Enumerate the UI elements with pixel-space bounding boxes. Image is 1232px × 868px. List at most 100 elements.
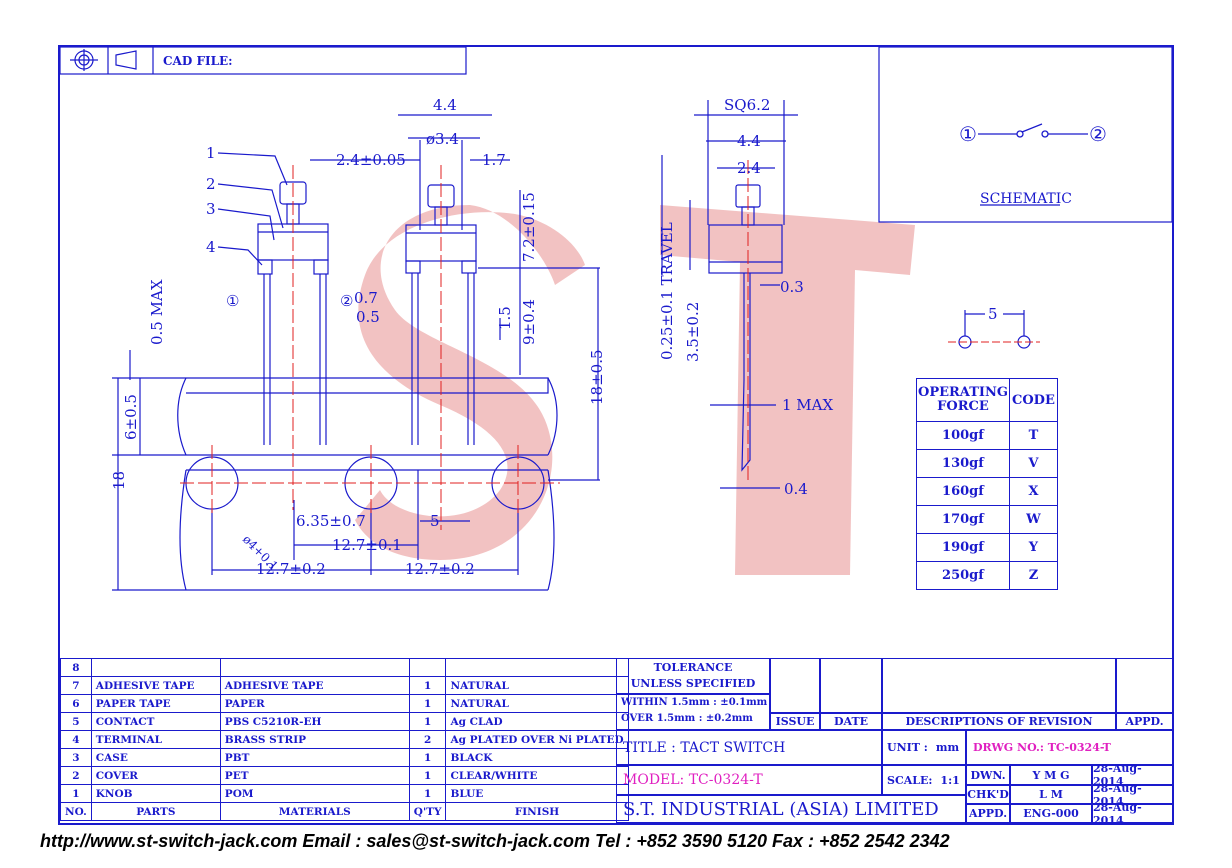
dim-9: 9±0.4 [520,299,538,345]
schematic-label: SCHEMATIC [980,191,1072,207]
bom-material: PAPER [219,694,410,713]
dim-12-7-c: 12.7±0.2 [405,560,475,578]
bom-finish: BLUE [445,784,629,803]
force-code: Y [1008,533,1058,562]
bom-qty: 1 [408,712,447,731]
bom-qty: 2 [408,730,447,749]
model-number: MODEL: TC-0324-T [616,765,882,795]
bom-part: CONTACT [90,712,221,731]
circle-2: ② [340,292,353,310]
code-header: CODE [1008,378,1058,422]
dwn-name: Y M G [1010,765,1092,785]
chkd-name: L M [1010,785,1092,804]
bom-material: POM [219,784,410,803]
bom-finish: CLEAR/WHITE [445,766,629,785]
dim-1-7: 1.7 [482,151,506,169]
rev-desc-blank [882,658,1116,713]
unit-value: mm [935,741,960,754]
bom-header-qty: Q'TY [408,802,447,821]
force-header: OPERATING FORCE [916,378,1010,422]
bom-part: COVER [90,766,221,785]
bom-no: 2 [60,766,92,785]
bom-qty: 1 [408,766,447,785]
rev-issue-blank [770,658,820,713]
dwn-label: DWN. [966,765,1010,785]
schematic-pin1: ① [959,122,977,146]
force-value: 100gf [916,421,1010,450]
bom-finish: NATURAL [445,694,629,713]
bom-no: 8 [60,658,92,677]
bom-no: 3 [60,748,92,767]
force-code: T [1008,421,1058,450]
dim-3-5: 3.5±0.2 [684,302,702,362]
circle-1: ① [226,292,239,310]
bom-finish: NATURAL [445,676,629,695]
bom-finish [445,658,629,677]
appd-date: 28-Aug-2014 [1092,801,1173,827]
dim-0-3: 0.3 [780,278,804,296]
dim-18-5: 18±0.5 [588,349,606,405]
issue-header: ISSUE [770,713,820,730]
date-header: DATE [820,713,882,730]
bom-no: 4 [60,730,92,749]
dim-dia-3-4: ø3.4 [426,130,459,148]
dim-6-35: 6.35±0.7 [296,512,366,530]
force-value: 160gf [916,477,1010,506]
bom-finish: BLACK [445,748,629,767]
force-value: 130gf [916,449,1010,478]
dim-0-5-max: 0.5 MAX [148,279,166,345]
bom-part [90,658,221,677]
force-value: 190gf [916,533,1010,562]
bom-qty: 1 [408,694,447,713]
tolerance-title: TOLERANCE [653,661,733,674]
tolerance-box: TOLERANCE UNLESS SPECIFIED [616,658,770,694]
bom-header-no: NO. [60,802,92,821]
dim-side-2-4: 2.4 [737,159,761,177]
tolerance-over: OVER 1.5mm : ±0.2mm [621,713,753,724]
rev-appd-blank [1116,658,1173,713]
scale-label: SCALE: [887,773,933,787]
contact-footer: http://www.st-switch-jack.com Email : sa… [40,831,950,851]
drawing-number: DRWG NO.: TC-0324-T [966,730,1173,765]
bom-qty [408,658,447,677]
tolerance-within: WITHIN 1.5mm : ±0.1mm [621,697,768,708]
dim-0-7: 0.7 [354,289,378,307]
bom-material: BRASS STRIP [219,730,410,749]
pin-pitch: 5 [988,305,998,323]
dim-4-4: 4.4 [433,96,457,114]
company-name: S.T. INDUSTRIAL (ASIA) LIMITED [616,795,966,823]
scale-box: SCALE: 1:1 [882,765,966,795]
unit-box: UNIT : mm [882,730,966,765]
dim-0-5: 0.5 [356,308,380,326]
unit-label: UNIT : [887,741,928,754]
bom-no: 5 [60,712,92,731]
leader-4: 4 [206,238,216,256]
dim-12-7-a: 12.7±0.1 [332,536,402,554]
leader-2: 2 [206,175,216,193]
bom-material: ADHESIVE TAPE [219,676,410,695]
force-code: V [1008,449,1058,478]
dim-18: 18 [110,471,128,490]
bom-part: CASE [90,748,221,767]
leader-3: 3 [206,200,216,218]
force-code: Z [1008,561,1058,590]
bom-qty: 1 [408,784,447,803]
rev-date-blank [820,658,882,713]
bom-part: KNOB [90,784,221,803]
bom-qty: 1 [408,676,447,695]
desc-header: DESCRIPTIONS OF REVISION [882,713,1116,730]
dim-7-2: 7.2±0.15 [520,192,538,262]
force-value: 170gf [916,505,1010,534]
chkd-label: CHK'D [966,785,1010,804]
dim-12-7-b: 12.7±0.2 [256,560,326,578]
scale-value: 1:1 [940,773,960,787]
appd-name: ENG-000 [1010,804,1092,823]
bom-header-finish: FINISH [445,802,629,821]
bom-material: PET [219,766,410,785]
dim-6: 6±0.5 [122,394,140,440]
drawing-frame [58,45,1174,825]
bom-finish: Ag CLAD [445,712,629,731]
